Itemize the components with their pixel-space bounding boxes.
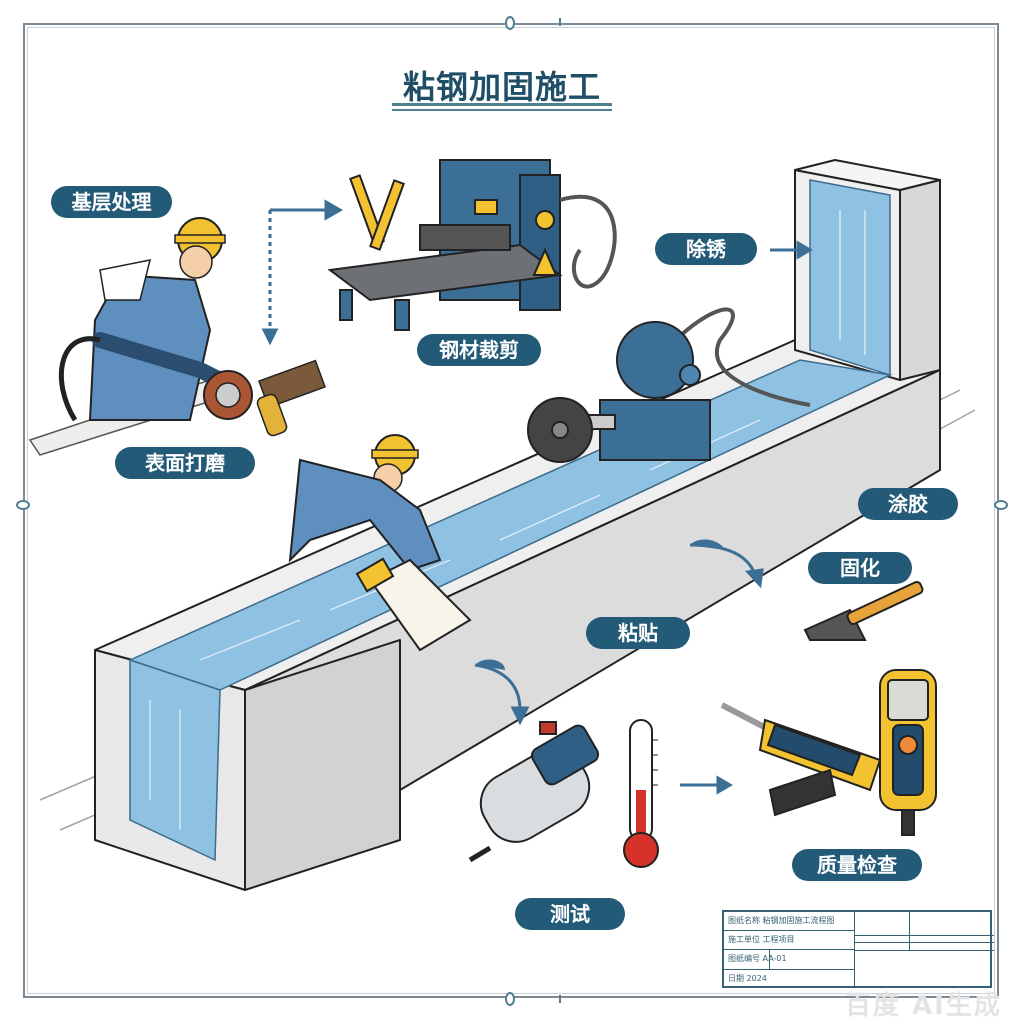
label-testing: 测试 — [515, 898, 625, 930]
title-block-row: 图纸编号 AA-01 — [724, 950, 854, 970]
label-curing: 固化 — [808, 552, 912, 584]
trowel-icon — [803, 580, 924, 641]
title-underline-thin — [392, 109, 612, 111]
drawing-title-block: 图纸名称 粘钢加固施工流程图 施工单位 工程项目 图纸编号 AA-01 日期 2… — [722, 910, 994, 988]
label-quality-inspection: 质量检查 — [792, 849, 922, 881]
label-surface-grinding: 表面打磨 — [115, 447, 255, 479]
label-glue-coating: 涂胶 — [858, 488, 958, 520]
page-title: 粘钢加固施工 — [402, 68, 601, 106]
worker-bonding-icon — [288, 434, 472, 652]
title-block-divider — [909, 912, 910, 950]
meter-device-icon — [879, 669, 937, 836]
thermometer-icon — [623, 719, 659, 868]
title-block-row: 图纸名称 粘钢加固施工流程图 — [724, 912, 854, 931]
steel-cutting-machine-icon — [327, 159, 617, 331]
frame-marker-bottom-icon — [505, 992, 515, 1006]
label-rust-removal: 除锈 — [655, 233, 757, 265]
title-block-divider — [854, 935, 994, 936]
label-steel-cutting: 钢材裁剪 — [417, 334, 541, 366]
title-block-divider — [769, 950, 770, 970]
epoxy-cartridge-icon — [468, 721, 600, 863]
watermark: 百度 AI生成 — [845, 991, 1002, 1021]
frame-marker-left-icon — [16, 500, 30, 510]
label-bonding: 粘贴 — [586, 617, 690, 649]
frame-tick — [559, 995, 561, 1003]
pull-off-tester-icon — [720, 702, 882, 817]
frame-tick — [559, 18, 561, 26]
worker-grinding-icon — [28, 217, 326, 456]
title-block-row: 日期 2024 — [728, 974, 767, 983]
title-block-divider — [854, 942, 994, 943]
title-block-divider — [854, 950, 994, 951]
label-base-treatment: 基层处理 — [51, 186, 172, 218]
title-underline — [392, 103, 612, 106]
rust-removal-machine-icon — [527, 307, 811, 463]
frame-marker-top-icon — [505, 16, 515, 30]
flow-arrows — [261, 199, 813, 795]
frame-marker-right-icon — [994, 500, 1008, 510]
title-block-row: 施工单位 工程项目 — [724, 931, 854, 950]
